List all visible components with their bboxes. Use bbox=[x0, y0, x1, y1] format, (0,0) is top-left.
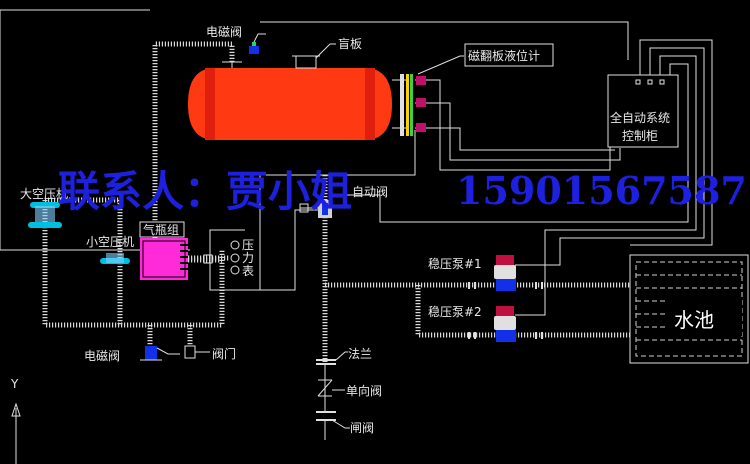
label-level-gauge: 磁翻板液位计 bbox=[468, 48, 540, 63]
big-compressor-icon bbox=[28, 202, 62, 228]
leader-lines bbox=[156, 347, 350, 429]
control-cabinet: 全自动系统 控制柜 bbox=[607, 74, 679, 148]
flange-icon bbox=[316, 359, 336, 365]
label-auto-valve: 自动阀 bbox=[352, 185, 388, 199]
pump2-icon bbox=[494, 306, 516, 342]
label-pressure-gauge-3: 表 bbox=[242, 264, 254, 278]
label-check-valve: 单向阀 bbox=[346, 383, 382, 398]
gate-valve-icon bbox=[316, 411, 336, 440]
valve-icon bbox=[184, 345, 196, 359]
label-pressure-gauge-1: 压 bbox=[242, 238, 254, 252]
level-gauge-icon bbox=[392, 43, 554, 136]
label-solenoid-valve-top: 电磁阀 bbox=[206, 24, 242, 39]
pressure-gauge-icon bbox=[203, 240, 240, 275]
label-solenoid-valve-bottom: 电磁阀 bbox=[84, 348, 120, 363]
control-cabinet-line2: 控制柜 bbox=[622, 129, 658, 143]
gas-cylinder-group-icon bbox=[139, 221, 188, 280]
water-pool: 水池 bbox=[629, 254, 749, 364]
label-pump2: 稳压泵#2 bbox=[428, 304, 482, 319]
label-gas-cylinder-group: 气瓶组 bbox=[143, 222, 179, 237]
control-wiring bbox=[209, 39, 713, 316]
axis-indicator-icon bbox=[11, 402, 21, 464]
check-valve-icon bbox=[317, 364, 333, 412]
small-compressor-icon bbox=[100, 253, 130, 264]
label-pressure-gauge-2: 力 bbox=[242, 251, 254, 265]
solenoid-valve-bottom-icon bbox=[140, 346, 162, 361]
label-small-compressor: 小空压机 bbox=[86, 235, 134, 249]
water-pool-label: 水池 bbox=[674, 308, 714, 332]
pressure-tank bbox=[188, 43, 392, 140]
outer-frame-lines bbox=[0, 9, 629, 251]
auto-valve-icon bbox=[299, 200, 332, 218]
label-blind-plate: 盲板 bbox=[338, 36, 362, 51]
control-cabinet-line1: 全自动系统 bbox=[610, 110, 670, 125]
watermark-contact: 联系人：贾小姐 bbox=[58, 167, 352, 216]
label-valve: 阀门 bbox=[212, 346, 236, 361]
pump1-icon bbox=[494, 255, 516, 291]
solenoid-valve-top-icon bbox=[249, 33, 266, 54]
label-axis-y: Y bbox=[10, 377, 19, 391]
label-gate-valve: 闸阀 bbox=[350, 421, 374, 435]
label-pump1: 稳压泵#1 bbox=[428, 256, 482, 271]
line-valves bbox=[468, 282, 543, 339]
label-big-compressor: 大空压机 bbox=[20, 187, 68, 201]
watermark-phone: 15901567587 bbox=[456, 168, 747, 213]
label-flange: 法兰 bbox=[348, 347, 372, 361]
